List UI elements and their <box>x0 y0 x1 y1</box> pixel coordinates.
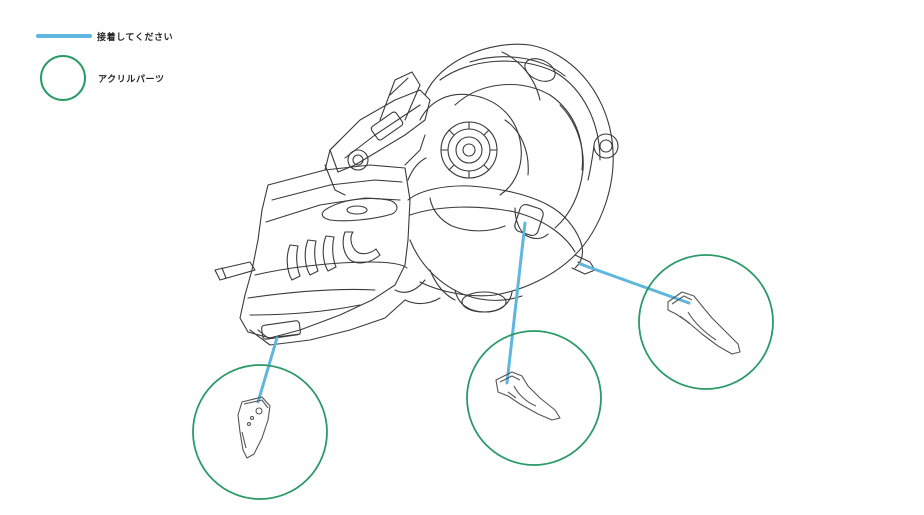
legend-acrylic-label: アクリルパーツ <box>98 75 165 85</box>
legend-glue-label: 接着してください <box>97 33 174 43</box>
glue-line-left <box>256 336 279 404</box>
ear-knob <box>593 133 619 159</box>
acrylic-part-right <box>667 291 741 355</box>
hinge-arm <box>329 89 431 173</box>
glue-line-middle <box>505 221 527 385</box>
antenna-rod <box>214 261 256 281</box>
acrylic-circle-left <box>192 364 328 500</box>
snout <box>239 164 411 339</box>
green-circle-icon <box>40 55 86 101</box>
robot-head-illustration <box>214 43 619 346</box>
acrylic-part-left <box>237 396 271 459</box>
eye-lens <box>440 121 498 179</box>
acrylic-part-middle <box>495 371 561 421</box>
glue-line-right <box>578 262 691 305</box>
helmet-dome <box>419 43 614 297</box>
acrylic-circle-right <box>638 254 774 390</box>
cheek-plate <box>407 185 584 269</box>
acrylic-circle-middle <box>466 330 602 466</box>
